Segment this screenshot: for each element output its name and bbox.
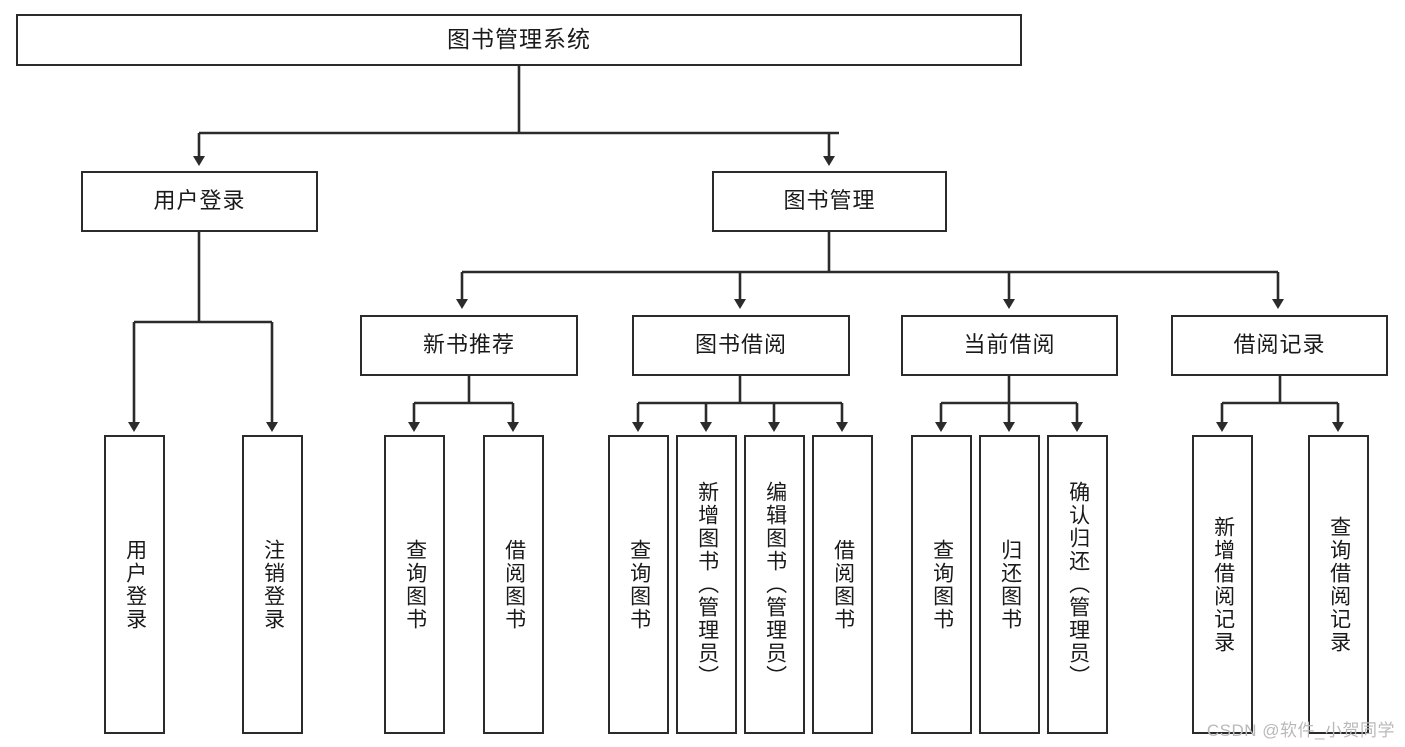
node-leaf-confirm-return-label: 确认归还（管理员） (1066, 481, 1090, 688)
node-borrow-record-label: 借阅记录 (1233, 332, 1326, 358)
node-leaf-logout-label: 注销登录 (261, 538, 285, 631)
node-new-book-recommend[interactable]: 新书推荐 (360, 315, 578, 376)
node-leaf-query-book-3[interactable]: 查询图书 (911, 435, 972, 734)
node-user-login-label: 用户登录 (153, 188, 246, 214)
node-leaf-query-book-1[interactable]: 查询图书 (384, 435, 445, 734)
node-leaf-borrow-book-1-label: 借阅图书 (502, 538, 526, 631)
node-user-login[interactable]: 用户登录 (81, 171, 318, 232)
node-leaf-logout[interactable]: 注销登录 (242, 435, 303, 734)
node-leaf-query-book-2-label: 查询图书 (627, 538, 651, 631)
node-leaf-query-book-1-label: 查询图书 (403, 538, 427, 631)
node-leaf-query-borrow-record[interactable]: 查询借阅记录 (1308, 435, 1369, 734)
node-root-system[interactable]: 图书管理系统 (16, 14, 1022, 66)
node-current-borrow[interactable]: 当前借阅 (901, 315, 1118, 376)
node-leaf-query-borrow-record-label: 查询借阅记录 (1327, 515, 1351, 654)
node-leaf-confirm-return[interactable]: 确认归还（管理员） (1047, 435, 1108, 734)
node-leaf-edit-book-label: 编辑图书（管理员） (763, 481, 787, 688)
node-leaf-add-borrow-record[interactable]: 新增借阅记录 (1192, 435, 1253, 734)
node-leaf-borrow-book-1[interactable]: 借阅图书 (483, 435, 544, 734)
node-book-borrow-label: 图书借阅 (694, 332, 787, 358)
node-leaf-edit-book[interactable]: 编辑图书（管理员） (744, 435, 805, 734)
node-new-book-recommend-label: 新书推荐 (422, 332, 515, 358)
csdn-watermark: CSDN @软件_小贺同学 (1206, 721, 1395, 740)
node-leaf-user-login[interactable]: 用户登录 (104, 435, 165, 734)
node-root-system-label: 图书管理系统 (447, 26, 591, 53)
node-leaf-return-book-label: 归还图书 (998, 538, 1022, 631)
node-borrow-record[interactable]: 借阅记录 (1171, 315, 1388, 376)
node-leaf-return-book[interactable]: 归还图书 (979, 435, 1040, 734)
node-leaf-query-book-2[interactable]: 查询图书 (608, 435, 669, 734)
node-book-management-label: 图书管理 (783, 188, 876, 214)
node-leaf-add-borrow-record-label: 新增借阅记录 (1211, 515, 1235, 654)
node-leaf-borrow-book-2[interactable]: 借阅图书 (812, 435, 873, 734)
node-current-borrow-label: 当前借阅 (963, 332, 1056, 358)
node-leaf-add-book[interactable]: 新增图书（管理员） (676, 435, 737, 734)
node-leaf-user-login-label: 用户登录 (123, 538, 147, 631)
node-book-management[interactable]: 图书管理 (712, 171, 947, 232)
node-leaf-query-book-3-label: 查询图书 (930, 538, 954, 631)
node-leaf-add-book-label: 新增图书（管理员） (695, 481, 719, 688)
node-book-borrow[interactable]: 图书借阅 (632, 315, 850, 376)
node-leaf-borrow-book-2-label: 借阅图书 (831, 538, 855, 631)
